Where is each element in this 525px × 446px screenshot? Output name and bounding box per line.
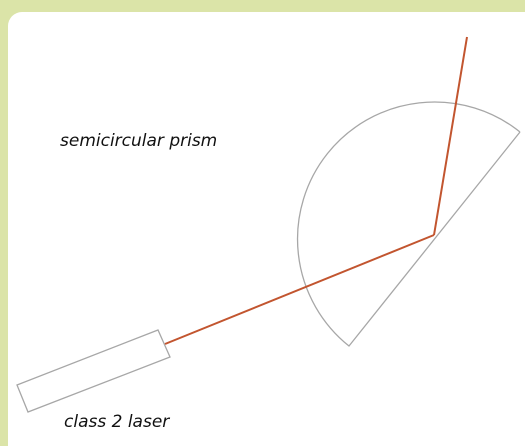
incident-beam	[164, 234, 435, 345]
exiting-beam	[433, 36, 468, 236]
semicircular-prism	[296, 101, 521, 347]
laser-label: class 2 laser	[64, 412, 170, 432]
prism-label: semicircular prism	[60, 131, 218, 151]
laser-body	[16, 329, 171, 413]
